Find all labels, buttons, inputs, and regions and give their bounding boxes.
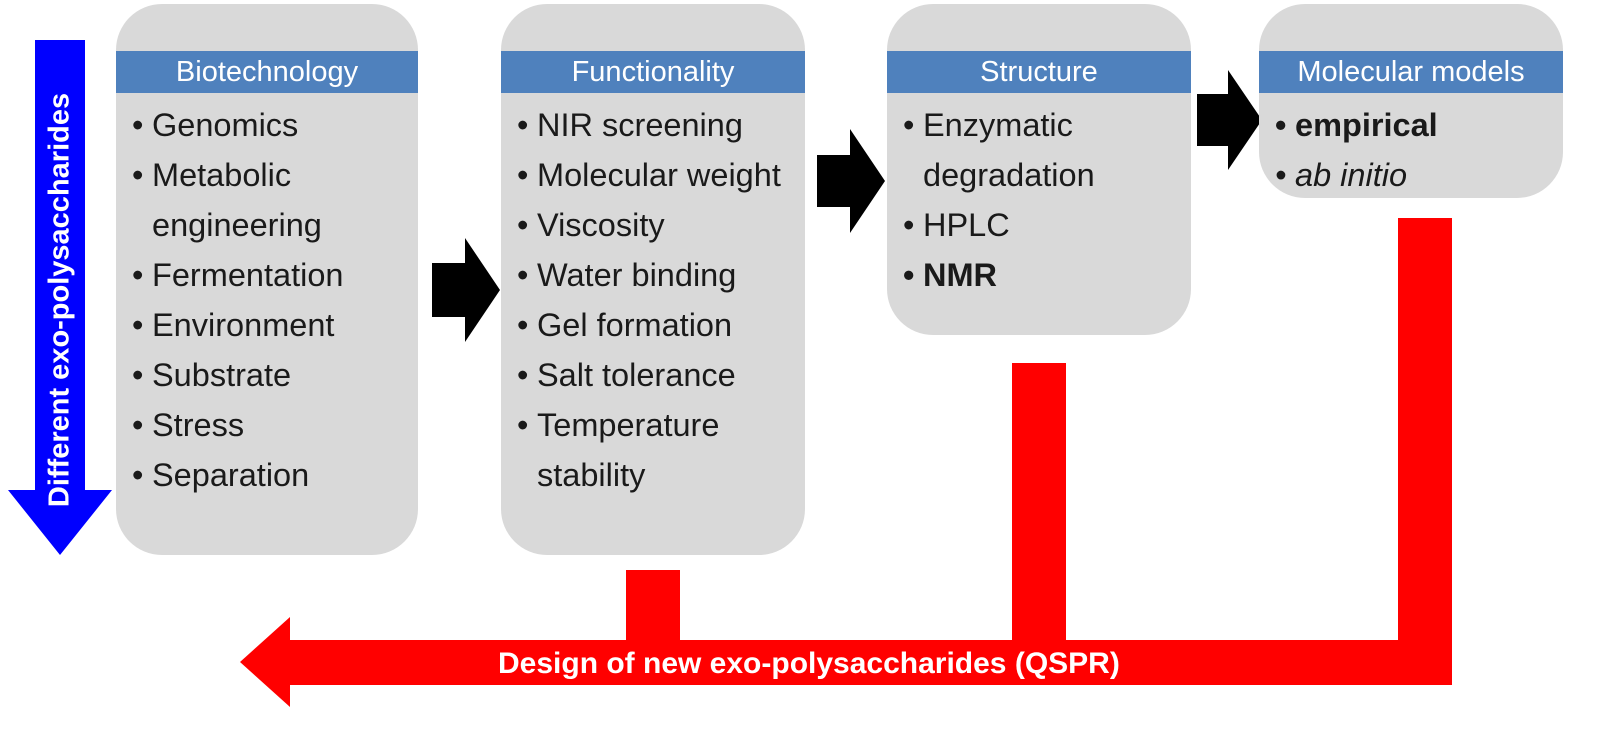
feedback-riser-structure [1012,363,1066,650]
list-item: Genomics [132,100,410,150]
list-item: Substrate [132,350,410,400]
feedback-arrow-label: Design of new exo-polysaccharides (QSPR) [498,647,1120,680]
list-item: Stress [132,400,410,450]
box-structure: Structure Enzymatic degradationHPLCNMR [887,4,1191,335]
list-item: Gel formation [517,300,797,350]
list-item: empirical [1275,100,1555,150]
feedback-riser-functionality [626,570,680,650]
box-header-functionality: Functionality [501,51,805,93]
box-molecular-models: Molecular models empiricalab initio [1259,4,1563,198]
list-item: HPLC [903,200,1183,250]
list-item: Molecular weight [517,150,797,200]
flow-arrow-1 [432,238,500,342]
list-item: Water binding [517,250,797,300]
box-list-molecular-models: empiricalab initio [1275,100,1555,198]
box-list-functionality: NIR screeningMolecular weightViscosityWa… [517,100,797,500]
list-item: Fermentation [132,250,410,300]
box-list-structure: Enzymatic degradationHPLCNMR [903,100,1183,300]
box-header-molecular-models: Molecular models [1259,51,1563,93]
list-item: Temperature stability [517,400,797,500]
box-list-biotechnology: GenomicsMetabolic engineeringFermentatio… [132,100,410,500]
blue-down-arrow [8,40,112,555]
flow-arrow-3 [1197,70,1262,170]
list-item: Enzymatic degradation [903,100,1183,200]
list-item: NIR screening [517,100,797,150]
list-item: Viscosity [517,200,797,250]
box-functionality: Functionality NIR screeningMolecular wei… [501,4,805,555]
list-item: Salt tolerance [517,350,797,400]
list-item: Separation [132,450,410,500]
list-item: Metabolic engineering [132,150,410,250]
list-item: NMR [903,250,1183,300]
vertical-arrow-label: Different exo-polysaccharides [43,92,76,508]
box-header-biotechnology: Biotechnology [116,51,418,93]
box-biotechnology: Biotechnology GenomicsMetabolic engineer… [116,4,418,555]
red-left-arrow [240,617,1452,707]
list-item: Environment [132,300,410,350]
box-header-structure: Structure [887,51,1191,93]
list-item: ab initio [1275,150,1555,198]
flow-arrow-2 [817,129,885,233]
feedback-riser-models [1398,218,1452,685]
